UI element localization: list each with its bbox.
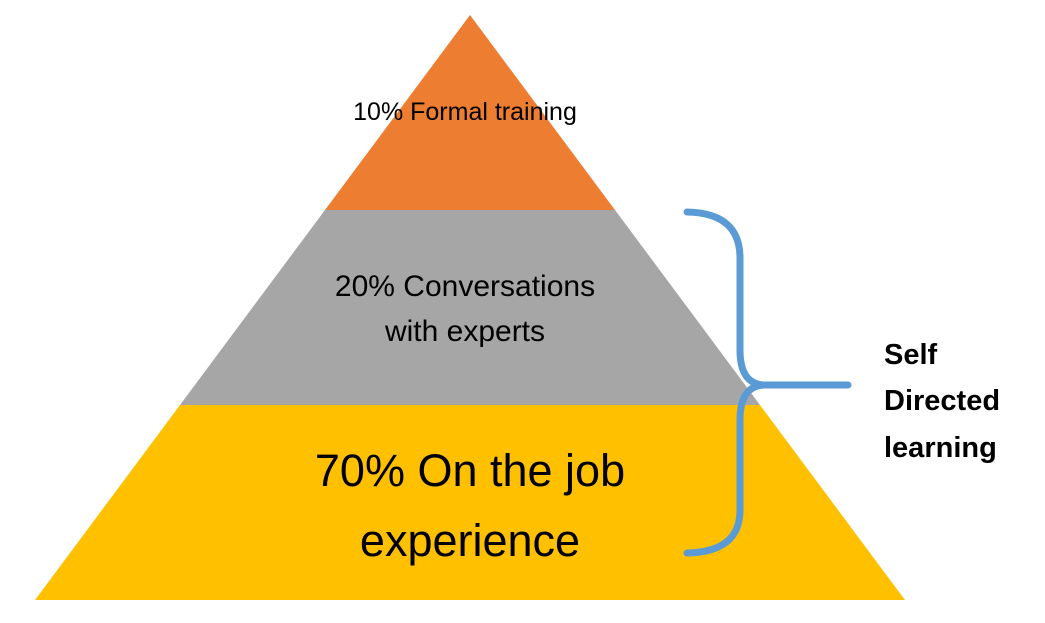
pyramid-layer-middle-shape <box>180 210 760 405</box>
pyramid-layer-bottom-shape <box>35 405 905 600</box>
pyramid-layer-top-shape <box>325 15 615 210</box>
